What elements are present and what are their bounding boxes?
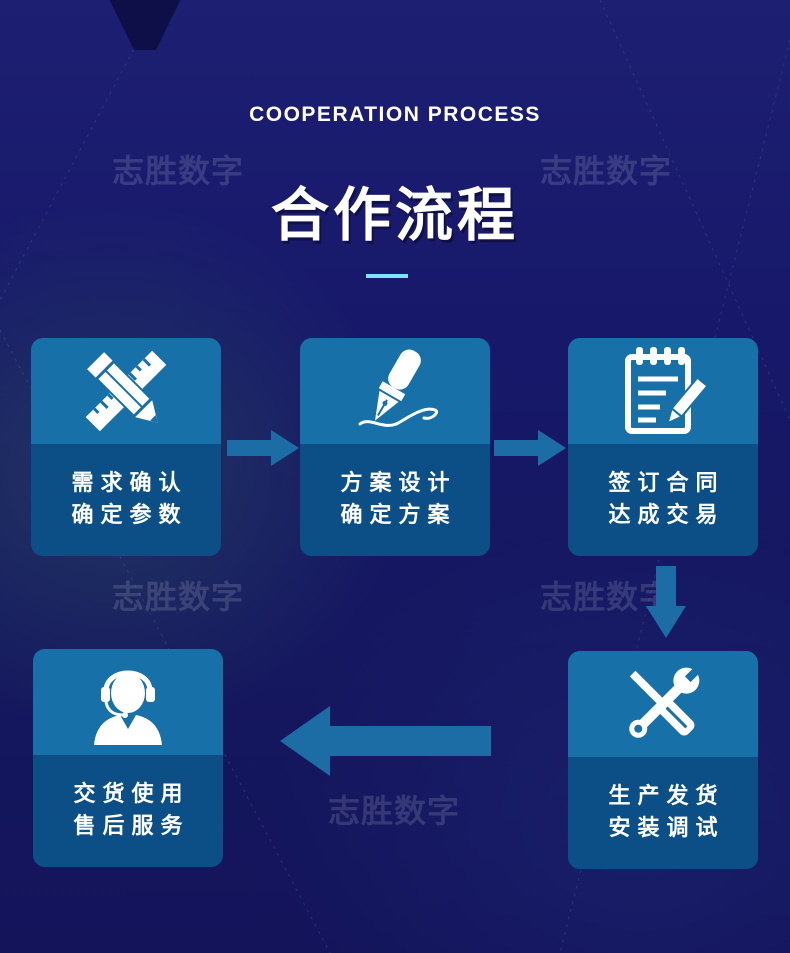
step-title: 需求确认 (71, 471, 188, 496)
step-icon-area (31, 338, 221, 444)
step-label-area: 需求确认 确定参数 (31, 444, 221, 556)
step-subtitle: 达成交易 (608, 503, 725, 528)
step-title: 签订合同 (608, 471, 725, 496)
step-subtitle: 安装调试 (608, 816, 725, 841)
ruler-pencil-icon (85, 350, 167, 432)
step-card-production: 生产发货 安装调试 (568, 651, 758, 869)
arrow-down-icon (646, 566, 686, 638)
top-decoration (90, 0, 200, 50)
step-card-delivery: 交货使用 售后服务 (33, 649, 223, 867)
watermark: 志胜数字 (112, 152, 245, 190)
page-title: 合作流程 (270, 181, 519, 249)
page-subtitle: COOPERATION PROCESS (249, 103, 541, 126)
step-icon-area (568, 651, 758, 757)
step-title: 方案设计 (340, 471, 457, 496)
step-title: 生产发货 (608, 784, 725, 809)
watermark: 志胜数字 (112, 578, 245, 616)
step-subtitle: 售后服务 (73, 814, 190, 839)
wrench-screwdriver-icon (629, 667, 700, 738)
arrow-right-icon (494, 430, 566, 466)
fountain-pen-icon (358, 349, 438, 427)
step-subtitle: 确定方案 (340, 503, 457, 528)
arrow-right-icon (227, 430, 299, 466)
arrow-left-icon (280, 706, 491, 776)
step-subtitle: 确定参数 (71, 503, 188, 528)
watermark: 志胜数字 (328, 792, 461, 830)
step-label-area: 生产发货 安装调试 (568, 757, 758, 869)
step-icon-area (568, 338, 758, 444)
watermark: 志胜数字 (540, 152, 673, 190)
step-icon-area (33, 649, 223, 755)
step-label-area: 方案设计 确定方案 (300, 444, 490, 556)
step-title: 交货使用 (73, 782, 190, 807)
step-label-area: 签订合同 达成交易 (568, 444, 758, 556)
notepad-pencil-icon (625, 347, 708, 434)
step-card-design: 方案设计 确定方案 (300, 338, 490, 556)
title-underline (366, 274, 408, 278)
step-card-requirements: 需求确认 确定参数 (31, 338, 221, 556)
customer-service-icon (94, 670, 162, 745)
step-label-area: 交货使用 售后服务 (33, 755, 223, 867)
step-card-contract: 签订合同 达成交易 (568, 338, 758, 556)
step-icon-area (300, 338, 490, 444)
